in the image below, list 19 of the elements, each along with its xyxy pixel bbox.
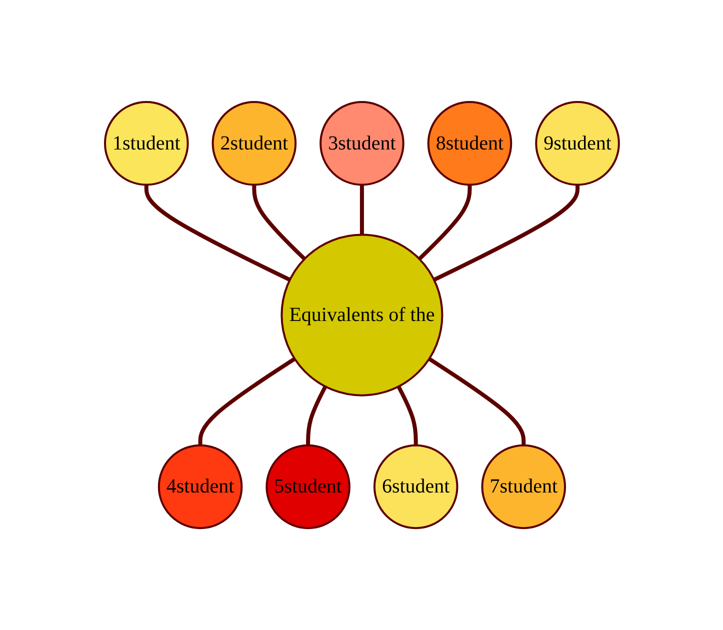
node-circle: 8student	[426, 100, 512, 186]
connector	[428, 357, 526, 446]
node-circle: 9student	[534, 100, 620, 186]
connector	[432, 184, 580, 282]
node-circle: 4student	[157, 444, 242, 530]
node-circle: 6student	[373, 444, 458, 530]
connector	[144, 184, 290, 282]
connector	[306, 386, 327, 446]
connector	[396, 386, 418, 446]
connector	[198, 357, 296, 446]
node-circle: 7student	[480, 444, 566, 530]
node-circle: Equivalents of the	[280, 234, 443, 396]
node-circle: 2student	[211, 100, 296, 186]
node-circle: 3student	[319, 100, 404, 186]
connector	[252, 184, 306, 260]
connector	[360, 184, 364, 235]
node-circle: 5student	[265, 444, 350, 530]
node-circle: 1student	[104, 100, 188, 186]
connector	[418, 184, 472, 260]
